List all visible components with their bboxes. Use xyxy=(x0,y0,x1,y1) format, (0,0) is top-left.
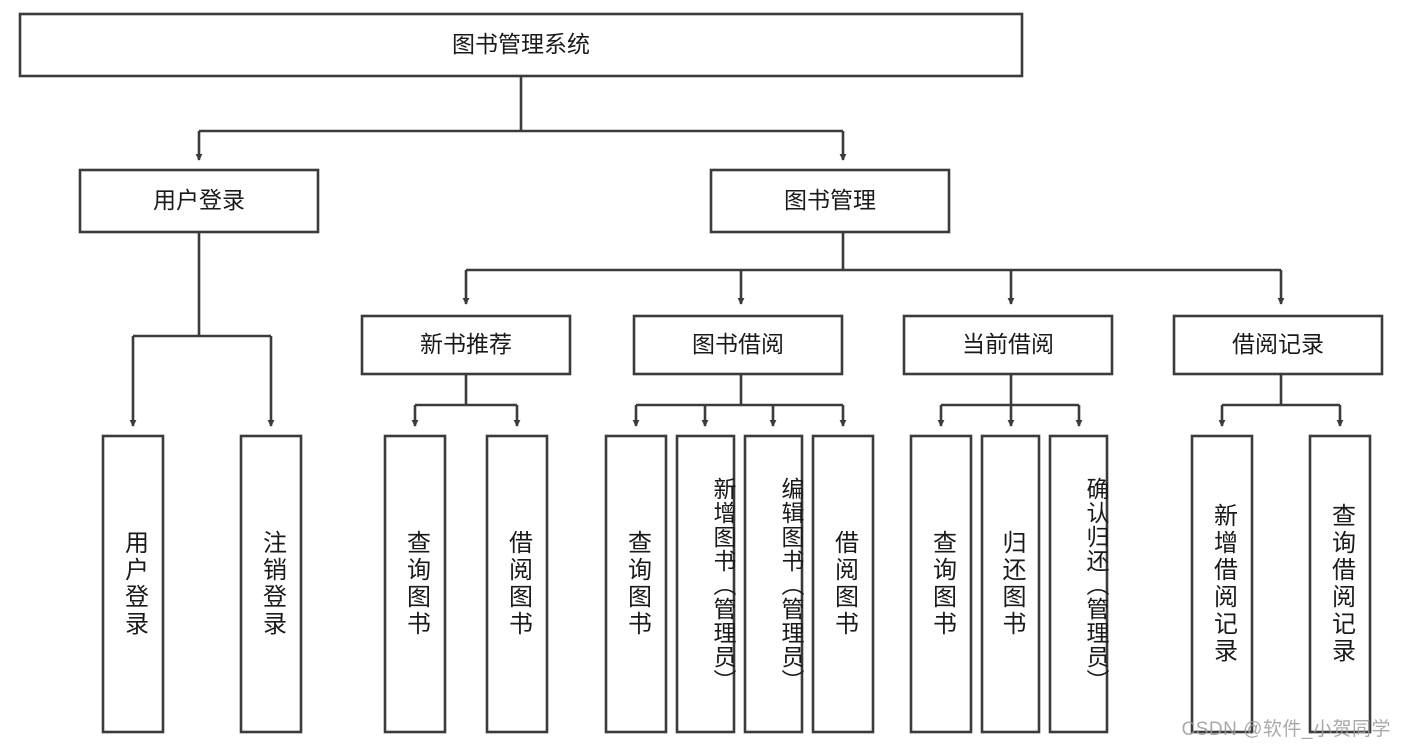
connector-group-current-borrow xyxy=(937,374,1083,427)
node-box-leaf-return-book[interactable] xyxy=(980,434,1041,734)
node-label-leaf-query-book-2: 查询图书 xyxy=(623,530,651,638)
node-box-leaf-logout[interactable] xyxy=(239,434,303,734)
node-label-leaf-confirm-return-admin: 确认归还（管理员） xyxy=(1083,477,1109,693)
node-label-leaf-user-login: 用户登录 xyxy=(120,530,148,638)
node-box-user-login[interactable] xyxy=(78,168,320,234)
connector-group-user-login xyxy=(129,232,275,427)
node-box-current-borrow[interactable] xyxy=(902,314,1114,376)
connector-group-borrow-record xyxy=(1218,374,1344,427)
node-box-leaf-add-book-admin[interactable] xyxy=(675,434,736,734)
node-label-book-mgmt: 图书管理 xyxy=(784,187,876,213)
node-box-leaf-confirm-return-admin[interactable] xyxy=(1048,434,1109,734)
connector-group-book-mgmt xyxy=(462,232,1285,305)
node-box-leaf-query-book-2[interactable] xyxy=(604,434,668,734)
node-label-current-borrow: 当前借阅 xyxy=(962,331,1054,357)
node-label-leaf-logout: 注销登录 xyxy=(258,530,286,638)
node-box-leaf-query-borrow-record[interactable] xyxy=(1308,434,1372,734)
node-box-leaf-user-login[interactable] xyxy=(101,434,165,734)
node-box-borrow-record[interactable] xyxy=(1172,314,1384,376)
node-box-leaf-borrow-book-1[interactable] xyxy=(485,434,549,734)
node-label-borrow-record: 借阅记录 xyxy=(1232,331,1324,357)
connector-group-new-book xyxy=(411,374,521,427)
node-box-leaf-query-book-1[interactable] xyxy=(383,434,447,734)
node-label-leaf-edit-book-admin: 编辑图书（管理员） xyxy=(778,477,804,693)
node-label-book-borrow: 图书借阅 xyxy=(692,331,784,357)
node-box-root[interactable] xyxy=(18,12,1024,78)
node-box-book-borrow[interactable] xyxy=(632,314,844,376)
node-box-book-mgmt[interactable] xyxy=(709,168,951,234)
node-label-root: 图书管理系统 xyxy=(452,31,590,57)
node-label-new-book-recommend: 新书推荐 xyxy=(420,331,512,357)
connector-group-root xyxy=(195,76,847,161)
node-box-leaf-add-borrow-record[interactable] xyxy=(1190,434,1254,734)
node-label-leaf-borrow-book-2: 借阅图书 xyxy=(830,530,858,638)
node-label-leaf-query-book-1: 查询图书 xyxy=(402,530,430,638)
node-box-leaf-borrow-book-2[interactable] xyxy=(811,434,875,734)
node-label-leaf-query-book-3: 查询图书 xyxy=(928,530,956,638)
node-label-user-login: 用户登录 xyxy=(153,187,245,213)
node-label-leaf-borrow-book-1: 借阅图书 xyxy=(504,530,532,638)
node-label-leaf-add-book-admin: 新增图书（管理员） xyxy=(710,477,736,693)
node-box-leaf-edit-book-admin[interactable] xyxy=(743,434,804,734)
node-label-leaf-query-borrow-record: 查询借阅记录 xyxy=(1327,503,1355,665)
node-box-new-book-recommend[interactable] xyxy=(360,314,572,376)
node-box-leaf-query-book-3[interactable] xyxy=(909,434,973,734)
node-label-leaf-return-book: 归还图书 xyxy=(997,530,1025,638)
node-label-leaf-add-borrow-record: 新增借阅记录 xyxy=(1209,503,1237,665)
connector-group-book-borrow xyxy=(632,374,847,427)
